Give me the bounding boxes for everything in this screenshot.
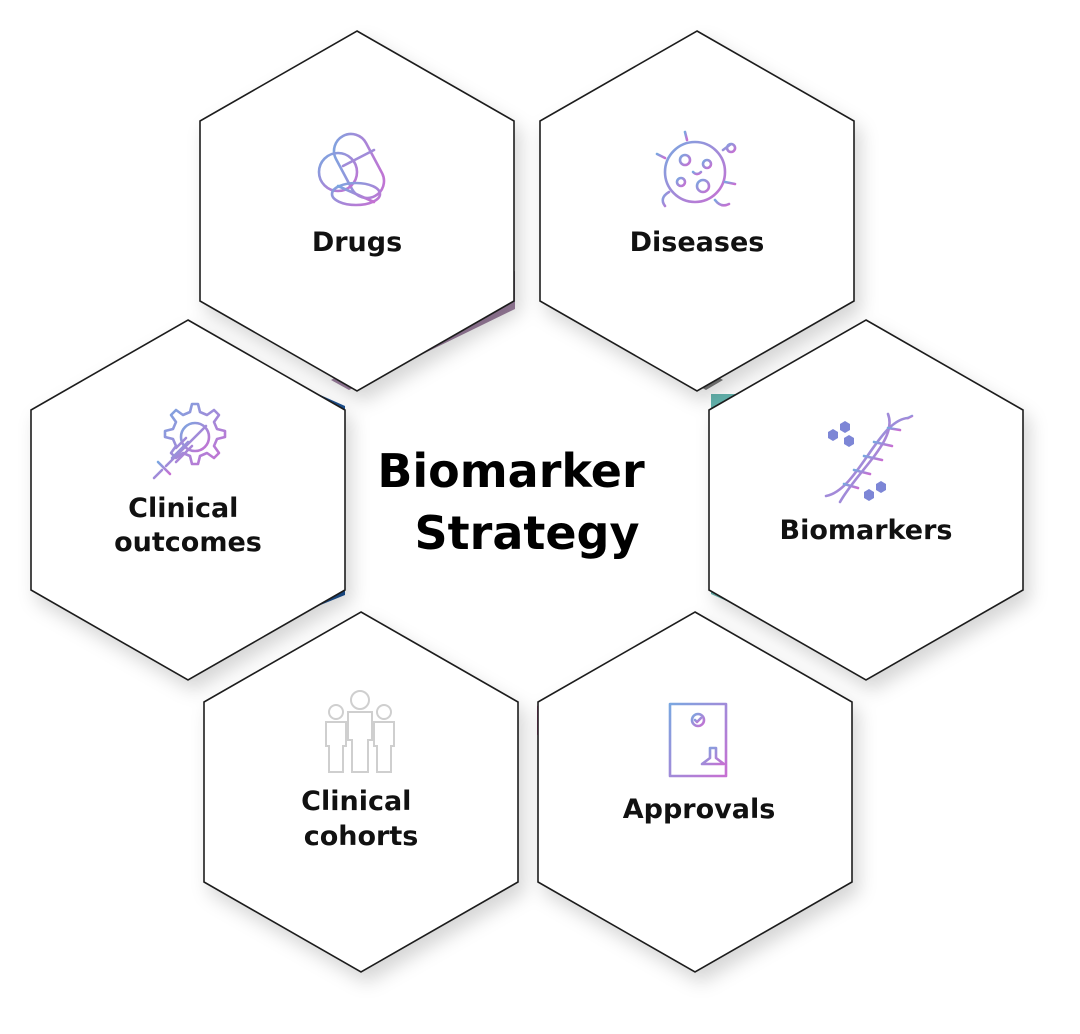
certificate-stamp-icon <box>668 702 728 778</box>
label-drugs: Drugs <box>312 227 402 258</box>
node-labels: Drugs Diseases Biomarkers Approvals Clin… <box>114 227 952 852</box>
label-line: cohorts <box>304 821 419 852</box>
pills-icon <box>317 132 386 207</box>
label-approvals: Approvals <box>623 794 776 825</box>
center-title-line: Biomarker <box>377 444 645 498</box>
center-title-line: Strategy <box>415 506 640 560</box>
gear-syringe-icon <box>152 402 227 480</box>
label-line: Clinical <box>301 786 411 817</box>
people-group-icon <box>325 690 395 773</box>
hex-approvals <box>537 611 853 973</box>
label-clinical-cohorts: Clinical cohorts <box>301 786 421 852</box>
hex-clinical-outcomes <box>30 319 346 681</box>
label-line: outcomes <box>114 527 262 558</box>
virus-icon <box>655 130 737 208</box>
hex-clinical-cohorts <box>203 611 519 973</box>
dna-icon <box>824 412 914 504</box>
label-clinical-outcomes: Clinical outcomes <box>114 493 262 558</box>
label-diseases: Diseases <box>630 227 765 258</box>
label-biomarkers: Biomarkers <box>780 515 953 546</box>
center-title: Biomarker Strategy <box>377 444 660 560</box>
label-line: Clinical <box>128 493 238 524</box>
hex-drugs <box>199 30 515 392</box>
hex-biomarkers <box>708 319 1024 681</box>
hex-diseases <box>539 30 855 392</box>
